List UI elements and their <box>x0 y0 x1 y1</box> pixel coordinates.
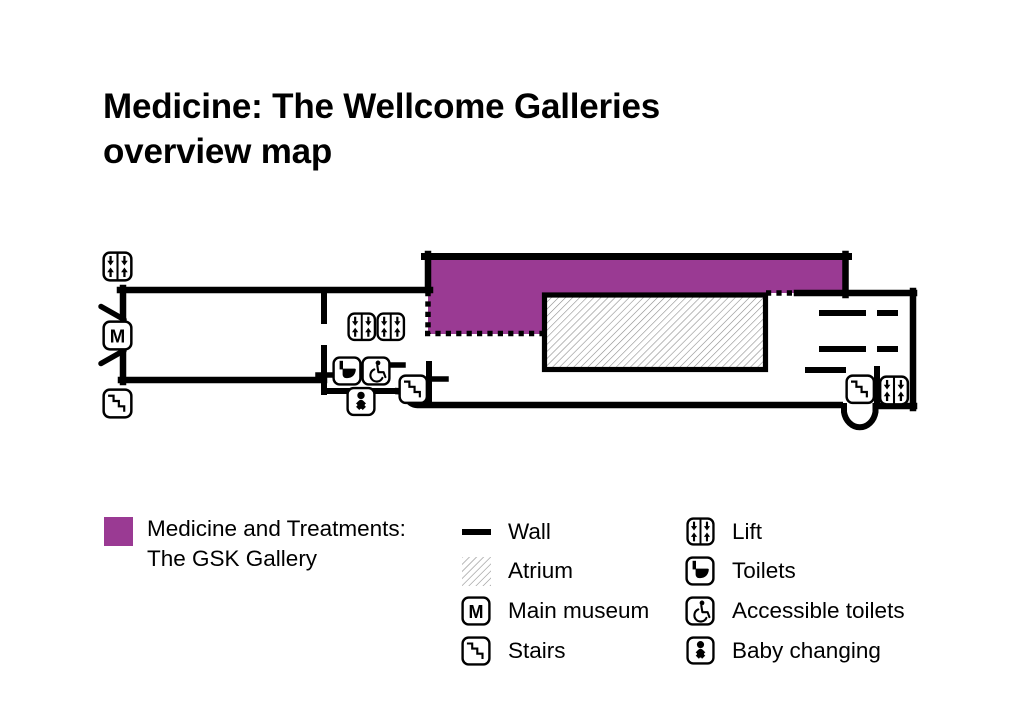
entrance-mark <box>98 347 127 367</box>
legend-label: Accessible toilets <box>732 597 905 623</box>
legend-label: Atrium <box>508 558 574 584</box>
legend-label: Toilets <box>732 558 796 584</box>
atrium-region <box>541 292 769 373</box>
accessible-toilets-icon <box>361 356 391 386</box>
wall <box>394 387 843 409</box>
page-title-line1: Medicine: The Wellcome Galleries <box>103 87 661 126</box>
exit-bay-wall <box>841 403 879 431</box>
legend-item-lift: Lift <box>685 512 905 552</box>
wall-swatch <box>461 517 491 547</box>
atrium-hatch-area <box>541 292 769 373</box>
entrance-marks <box>98 303 127 367</box>
legend-gallery-label: Medicine and Treatments: The GSK Gallery <box>147 514 406 574</box>
page-title: Medicine: The Wellcome Galleries overvie… <box>103 84 660 174</box>
lift-icon <box>347 312 377 342</box>
main-museum-icon <box>102 320 133 351</box>
legend-item-accessible-toilets: Accessible toilets <box>685 591 905 631</box>
legend-item-baby-changing: Baby changing <box>685 631 905 671</box>
stairs-icon <box>461 636 491 666</box>
stairs-icon <box>845 374 876 405</box>
legend-label: Main museum <box>508 597 650 623</box>
legend-gallery-label-line1: Medicine and Treatments: <box>147 516 406 541</box>
toilets-icon <box>685 556 715 586</box>
lift-icon <box>685 517 715 547</box>
legend-label: Stairs <box>508 637 566 663</box>
legend-item-atrium: Atrium <box>461 552 649 592</box>
gsk-gallery-fill <box>428 256 846 334</box>
stairs-icon <box>102 388 133 419</box>
accessible-toilets-icon <box>685 596 715 626</box>
legend-item-main-museum: Main museum <box>461 591 649 631</box>
baby-changing-icon <box>685 636 715 666</box>
gsk-gallery-dotted-boundary <box>425 291 545 337</box>
stairs-icon <box>398 374 429 405</box>
interior-dashed-walls <box>819 310 898 352</box>
legend-label: Lift <box>732 518 763 544</box>
gsk-gallery-swatch <box>104 517 133 546</box>
legend-gallery-label-line2: The GSK Gallery <box>147 546 318 571</box>
legend-item-toilets: Toilets <box>685 552 905 592</box>
entrance-mark <box>98 303 127 323</box>
atrium-swatch <box>461 556 491 586</box>
lift-icon <box>102 251 133 282</box>
legend-column-3: Lift Toilets Accessible toilets Baby cha… <box>685 512 905 670</box>
main-museum-icon <box>461 596 491 626</box>
walls <box>116 250 918 431</box>
lift-icon <box>878 375 910 406</box>
legend-gallery: Medicine and Treatments: The GSK Gallery <box>104 514 406 574</box>
legend-column-2: Wall Atrium Main museum Stairs <box>461 512 649 670</box>
page-title-line2: overview map <box>103 132 333 171</box>
lift-icon <box>376 312 406 342</box>
toilets-icon <box>332 356 362 386</box>
legend-label: Baby changing <box>732 637 881 663</box>
baby-changing-icon <box>346 386 376 417</box>
legend-item-stairs: Stairs <box>461 631 649 671</box>
gsk-gallery-region <box>425 256 846 337</box>
legend-item-wall: Wall <box>461 512 649 552</box>
legend-label: Wall <box>508 518 551 544</box>
